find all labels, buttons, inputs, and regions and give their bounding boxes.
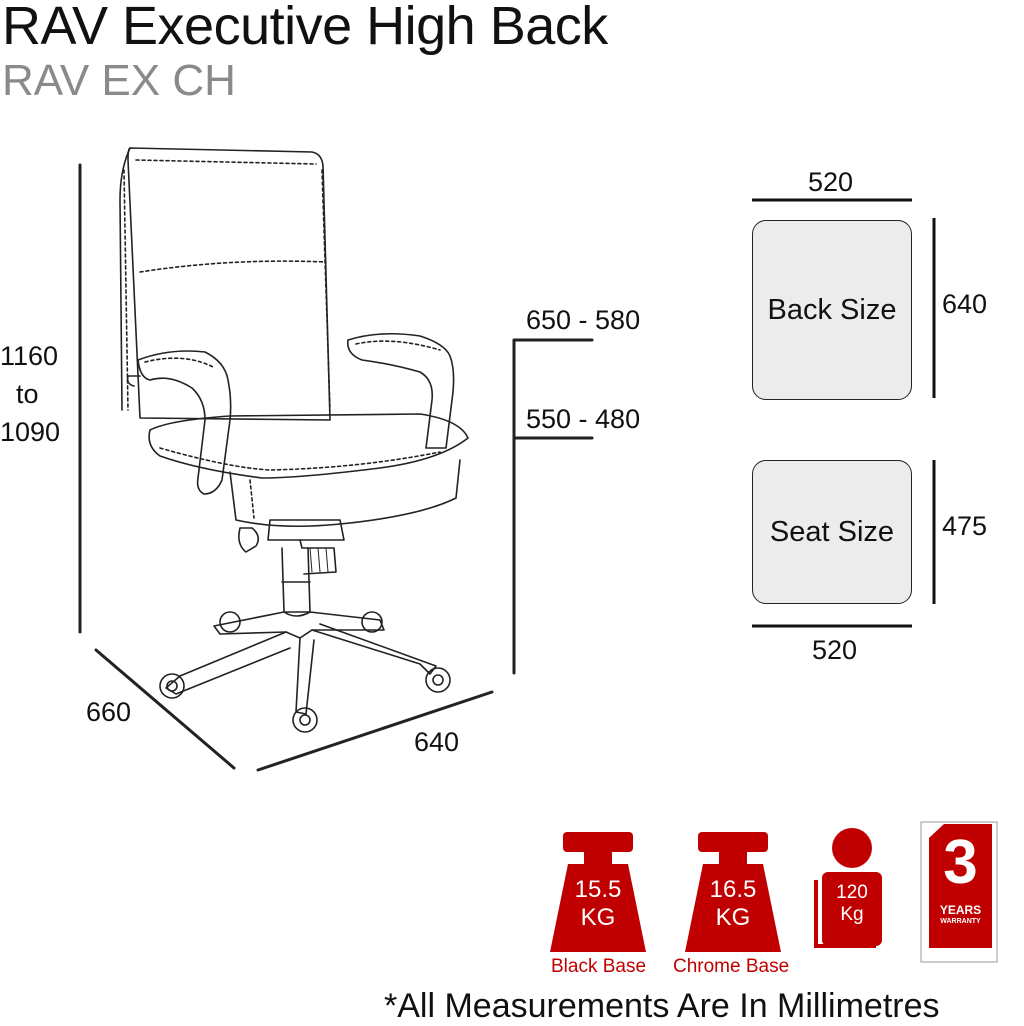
width-label: 640 — [414, 727, 460, 757]
arm-height-dimension-line — [512, 338, 594, 675]
height-min-label: 1090 — [0, 417, 61, 447]
product-code: RAV EX CH — [2, 56, 236, 105]
depth-label: 660 — [86, 697, 132, 727]
max-user-weight: 120 Kg — [836, 882, 868, 925]
seat-size-label: Seat Size — [769, 515, 895, 548]
measurement-footnote: *All Measurements Are In Millimetres — [384, 987, 940, 1025]
seat-size-card: Seat Size — [752, 460, 912, 604]
warranty-text: 3 YEARS WARRANTY — [939, 828, 982, 926]
black-base-weight: 15.5 KG — [574, 876, 622, 931]
chrome-base-label: Chrome Base — [673, 956, 790, 977]
back-size-label: Back Size — [767, 293, 897, 326]
height-max-label: 1160 — [0, 341, 59, 371]
seat-height-label: 550 - 480 — [526, 404, 641, 434]
black-base-label: Black Base — [551, 956, 647, 977]
back-size-card: Back Size — [752, 220, 912, 400]
arm-height-label: 650 - 580 — [526, 305, 641, 335]
chrome-base-weight: 16.5 KG — [709, 876, 757, 931]
product-title: RAV Executive High Back — [2, 0, 608, 56]
warranty-icon — [920, 821, 998, 963]
back-height-label: 640 — [942, 289, 988, 319]
height-to-label: to — [16, 379, 39, 409]
weight-icon-chrome-base — [685, 832, 781, 952]
width-dimension-line — [256, 690, 494, 772]
seat-depth-label: 475 — [942, 511, 988, 541]
weight-icon-black-base — [550, 832, 646, 952]
depth-dimension-line — [94, 648, 236, 770]
back-width-label: 520 — [808, 167, 854, 197]
user-weight-icon — [814, 828, 882, 948]
seat-width-label: 520 — [812, 635, 858, 665]
